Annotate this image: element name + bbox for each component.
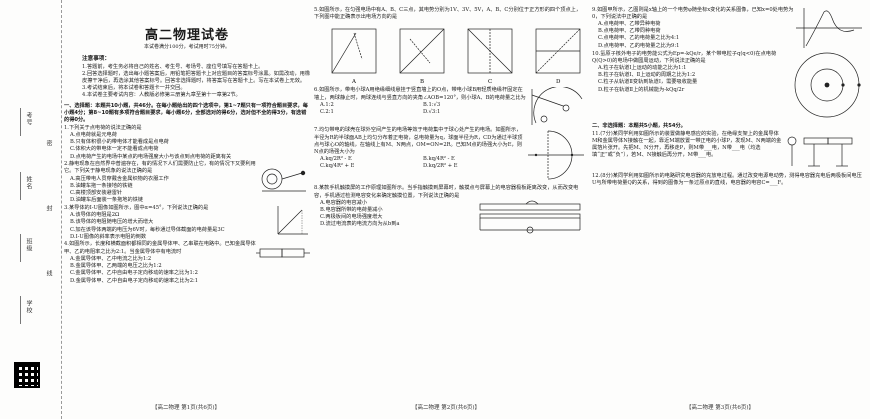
question-6: 6.如图所示，带电小球A用绝缘细线悬挂于竖直墙上的O点，带电小球B用轻质绝缘杆固… [314,87,526,101]
q8-option-d: D.流过电流表的电流方向为从b到a [320,221,400,228]
q3-option-c: C.加在该导体两端的电压为6V时，每秒通过导体截面的电荷量是3C [70,226,225,233]
q2-option-a: A.高压带电人员穿戴含金属织物的衣服工作 [70,175,169,182]
note-item: 3.考试结束后，将本试卷和答题卡一并交回。 [82,85,186,92]
exam-subtitle: 本试卷满分100分，考试用时75分钟。 [144,44,230,51]
q3-option-a: A.该导体的电阻是2Ω [70,212,120,219]
binding-label-name: 姓名 [25,176,32,190]
q1-option-a: A.点电荷就是元电荷 [70,131,117,138]
q8-option-c: C.两极板间的电场强度增大 [320,214,383,221]
q9-option-b: B.点电荷甲、乙带同种电荷 [598,28,661,35]
question-12: 12.(8分)某同学利用如图所示的电路研究电容器的充放电过程。通过改变电源电动势… [592,172,862,186]
q6-option-c: C.2:1 [320,109,334,116]
q8-option-a: A.电容器的电容减小 [320,199,367,206]
q8-option-b: B.电容器所带的电荷量减小 [320,207,383,214]
q1-option-b: B.只有体积很小的带电体才能看成是点电荷 [70,139,169,146]
note-item: 2.回答选择题时，选出每小题答案后，用铅笔把答题卡上对应题目的答案标号涂黑。如需… [82,70,311,85]
note-item: 1.答题前，考生务必将自己的姓名、考生号、考场号、座位号填写在答题卡上。 [82,63,264,70]
notes-heading: 注意事项： [82,56,110,63]
q4-option-d: D.金属导体甲、乙中自由电子定向移动的速率之比为2:1 [70,277,199,284]
q7-option-a: A.kq/2R² - E [320,156,352,163]
q5-options-figure: A B C D [331,28,581,85]
seal-mark-xian: 线 [45,270,52,277]
page-footer-3: 【高二物理 第3页(共6页)】 [686,405,755,411]
q1-option-c: C.体积大的带电体一定不能看成点电荷 [70,146,159,153]
page-column-3: 9.如图甲所示，乙图则是x轴上的一个电势φ随坐标x变化的关系图像，已知x=0处电… [592,6,864,187]
exam-title: 高二物理试卷 [144,28,229,43]
q9-potential-graph [796,8,862,48]
q2-figure [261,168,306,192]
q2-option-b: B.油罐车拖一条接地的铁链 [70,182,133,189]
q5-label-d: D [556,79,561,85]
q6-figure [531,86,583,125]
q9-option-d: D.点电荷甲、乙的电荷量之比为9:1 [598,42,680,49]
q4-option-a: A.金属导体甲、乙中电流之比为1:2 [70,255,152,262]
q3-option-b: B.该导体的电阻随电压的增大而增大 [70,219,154,226]
q5-label-a: A [351,79,357,85]
q10-option-d: D.粒子在轨道Ⅱ上的机械能为-kQq/2r [598,86,685,93]
q2-option-c: C.高楼顶部安装避雷针 [70,190,123,197]
q6-option-d: D.√3:1 [423,109,441,116]
question-10: 10.氢原子核外电子的电势能公式为Ep=-kQe/r，某个带电粒子q(q<0)在… [592,50,777,64]
q7-option-d: D.kq/2R² + E [423,163,458,170]
page-footer-1: 【高二物理 第1页(共6页)】 [152,405,221,411]
q9-option-a: A.点电荷甲、乙带异种电荷 [598,20,661,27]
binding-margin: 考号 姓名 班级 学校 密 封 线 [0,0,62,419]
question-7: 7.均匀带电的球壳在球外空间产生的电场等效于电荷集中于球心处产生的电场。如图所示… [314,127,523,156]
q5-label-b: B [420,79,424,85]
binding-line [20,296,21,324]
question-1: 1.下列关于点电荷的说法正确的是 [64,124,142,131]
q4-option-b: B.金属导体甲、乙两端的电压之比为1:2 [70,263,162,270]
section-2-heading: 二、非选择题：本题共5小题，共54分。 [592,123,686,129]
q6-option-a: A.1:2 [320,101,334,108]
page-column-1: 高二物理试卷 本试卷满分100分，考试用时75分钟。 注意事项： 1.答题前，考… [64,6,310,285]
note-item: 4.本试卷主要考试内容：人教版必修第三册第九章至第十一章第2节。 [82,92,241,99]
page-column-2: 5.如图所示，在匀强电场中有A、B、C三点，其电势分别为1V、3V、5V，A、B… [314,6,586,234]
q5-label-c: C [488,79,492,85]
q4-conductor-figure [256,248,310,258]
q7-hemisphere-figure [528,130,584,180]
q11-induction-figure [787,136,853,167]
question-9: 9.如图甲所示，乙图则是x轴上的一个电势φ随坐标x变化的关系图像，已知x=0处电… [592,6,794,20]
q1-option-d: D.点电荷产生的电场中某点的电场强度大小与该点到点电荷的距离有关 [70,153,232,160]
q2-option-d: D.油罐车后面装一条拖地的铁链 [70,197,144,204]
binding-label-kaohao: 考号 [25,112,32,126]
q10-option-c: C.粒子从轨道Ⅱ变轨到轨道Ⅰ，需要吸收能量 [598,79,698,86]
q10-option-b: B.粒子在轨道Ⅰ、Ⅱ上运动的周期之比为1:2 [598,72,696,79]
question-5: 5.如图所示，在匀强电场中有A、B、C三点，其电势分别为1V、3V、5V，A、B… [314,6,582,20]
binding-line [20,234,21,262]
q9-option-c: C.点电荷甲、乙的电荷量之比为4:1 [598,35,680,42]
binding-label-school: 学校 [25,300,32,314]
q6-option-b: B.1:√3 [423,101,441,108]
question-11: 11.(7分)某同学利用如图所示的装置做静电感应的实验，在绝缘支架上的金属导体M… [592,130,782,159]
q8-touchscreen-figure [479,200,581,234]
q10-option-a: A.粒子在轨道Ⅰ上运动的动能之比为1:1 [598,64,687,71]
binding-label-class: 班级 [25,238,32,252]
q7-option-c: C.kq/4R² + E [320,163,355,170]
question-8: 8.某款手机触摸屏的工作原理如图所示。当手指触摸到屏幕时，触摸点与屏幕上的电容器… [314,185,579,199]
binding-line [20,172,21,200]
page-footer-2: 【高二物理 第2页(共6页)】 [412,405,481,411]
qr-code [14,362,40,388]
q3-option-d: D.I-U图像的斜率表示电阻的倒数 [70,233,147,240]
q7-option-b: B.kq/4R² - E [423,156,455,163]
question-3: 3.某导体的I-U图像如图所示，图中α=45°，下列说法正确的是 [64,204,209,211]
q10-orbit-figure [794,52,861,118]
binding-line [20,108,21,136]
seal-mark-feng: 封 [45,205,52,212]
question-4: 4.如图所示，长度和横截面积都相同的金属导体甲、乙串联在电路中。已知金属导体甲、… [64,241,256,255]
question-2: 2.静电现象在自然界中普遍存在，有的情况下人们需要防止它，有的情况下又要利用它。… [64,161,256,175]
section-1-heading: 一、选择题：本题共10小题，共46分。在每小题给出的四个选项中，第1~7题只有一… [64,102,308,124]
q3-iu-graph [277,206,308,235]
seal-mark-mi: 密 [45,140,52,147]
q4-option-c: C.金属导体甲、乙中自由电子定向移动的速率之比为1:2 [70,270,198,277]
